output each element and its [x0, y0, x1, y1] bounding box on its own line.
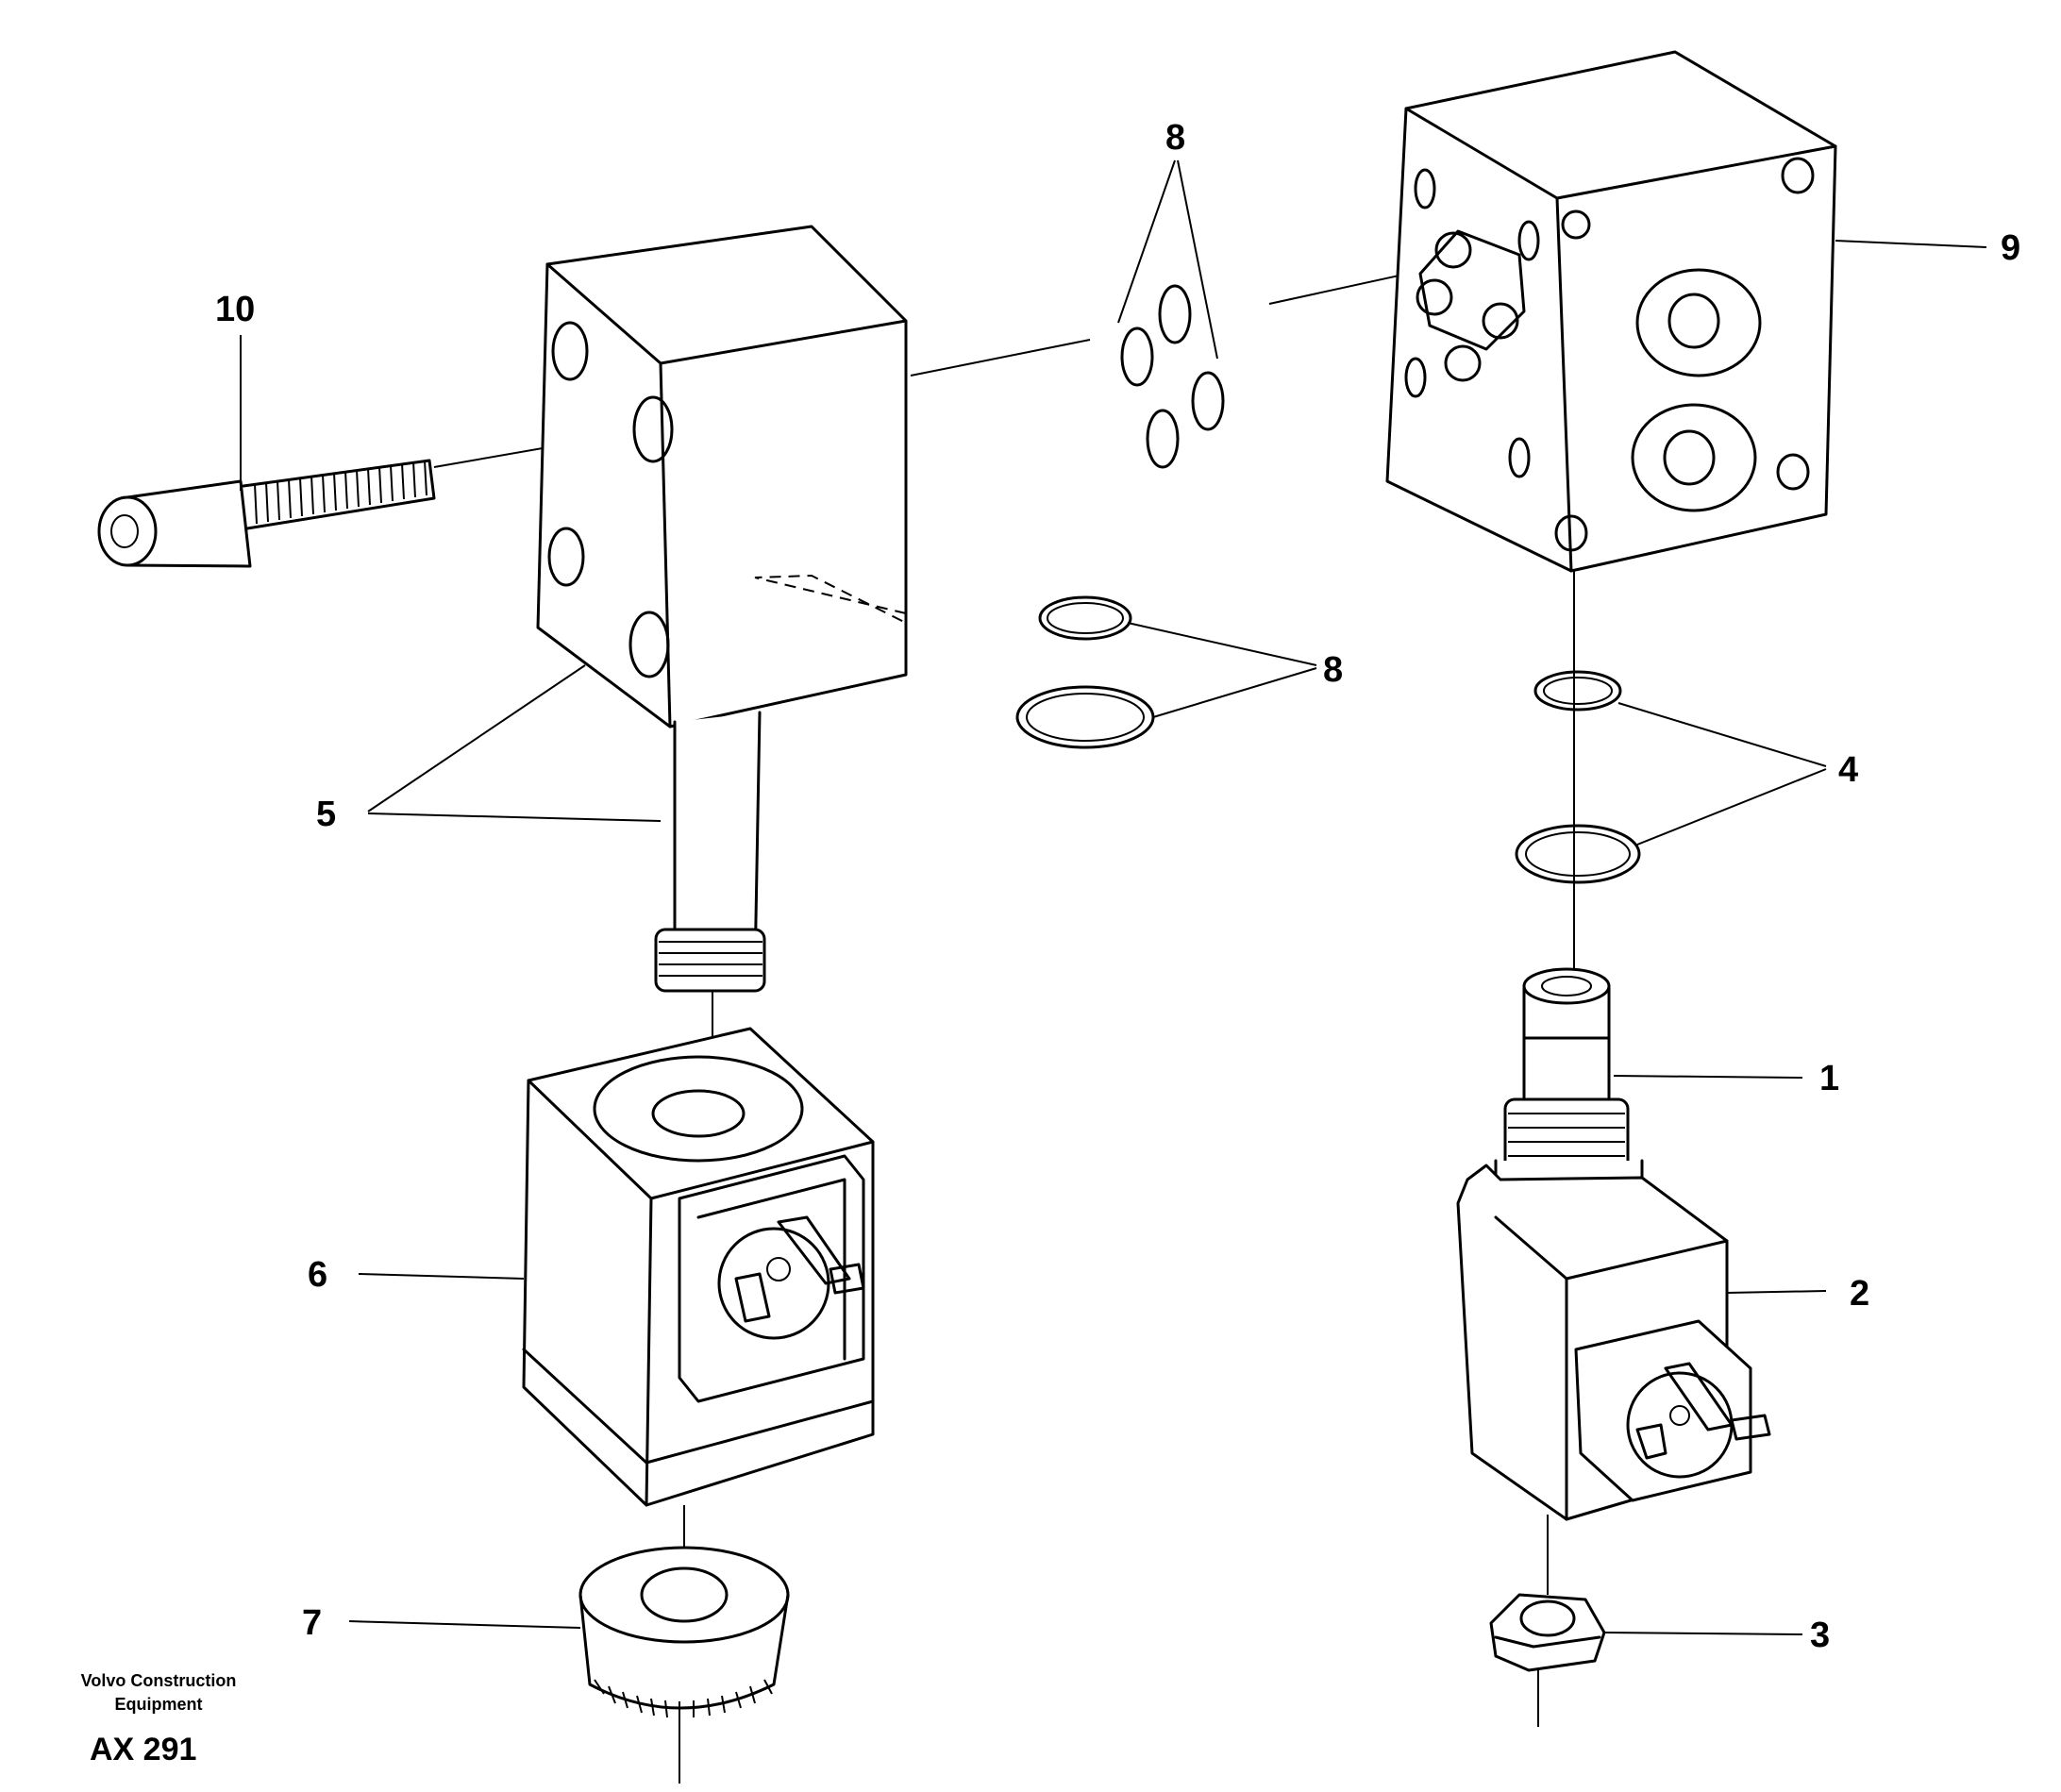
drawing-code: AX 291 — [90, 1732, 196, 1767]
leader-4-bottom — [1636, 768, 1827, 846]
callout-10: 10 — [215, 290, 255, 329]
stem-thread — [654, 928, 766, 993]
part-8-large-orings[interactable] — [1015, 595, 1155, 749]
leader-5-b — [367, 812, 662, 822]
part-5-valve-block[interactable] — [536, 225, 908, 993]
brand-line-1: Volvo Construction — [81, 1671, 237, 1690]
callout-1: 1 — [1819, 1059, 1839, 1098]
part-4-orings[interactable] — [1515, 670, 1641, 884]
leader-8a-right — [1177, 159, 1218, 360]
callout-8-top: 8 — [1165, 118, 1185, 158]
part-3-hex-nut[interactable] — [1489, 1593, 1606, 1672]
callout-3: 3 — [1810, 1616, 1830, 1655]
part-6-solenoid-coil[interactable] — [522, 1027, 875, 1507]
callout-2: 2 — [1850, 1274, 1869, 1314]
part-9-manifold-block[interactable] — [1385, 50, 1837, 573]
callout-8-mid: 8 — [1323, 650, 1343, 690]
connector-plug-6 — [678, 1154, 865, 1403]
callout-9: 9 — [2001, 228, 2020, 268]
screw-thread — [254, 460, 427, 525]
callout-5: 5 — [316, 795, 336, 834]
leader-9 — [1835, 240, 1987, 248]
part-10-cap-screw[interactable] — [97, 459, 436, 568]
leader-5-a — [367, 664, 586, 812]
callout-6: 6 — [308, 1255, 327, 1295]
leader-2 — [1726, 1290, 1827, 1294]
brand-line-2: Equipment — [115, 1695, 203, 1714]
leader-4-top — [1617, 702, 1827, 767]
leader-8b-bottom — [1152, 667, 1317, 718]
leader-8a-left — [1117, 159, 1176, 324]
leader-3 — [1603, 1632, 1803, 1635]
leader-7 — [348, 1620, 581, 1629]
leader-1 — [1613, 1075, 1803, 1079]
connector-block-orings — [910, 339, 1091, 377]
leader-8b-top — [1127, 622, 1317, 666]
part-2-solenoid-coil[interactable] — [1456, 1164, 1771, 1521]
part-8-small-orings[interactable] — [1120, 284, 1225, 469]
leader-6 — [358, 1273, 525, 1280]
part-7-knurled-nut[interactable] — [578, 1546, 790, 1719]
cartridge-thread — [1503, 1097, 1630, 1172]
callout-7: 7 — [302, 1603, 322, 1643]
connector-plug-2 — [1574, 1319, 1771, 1502]
callout-4: 4 — [1838, 750, 1858, 790]
